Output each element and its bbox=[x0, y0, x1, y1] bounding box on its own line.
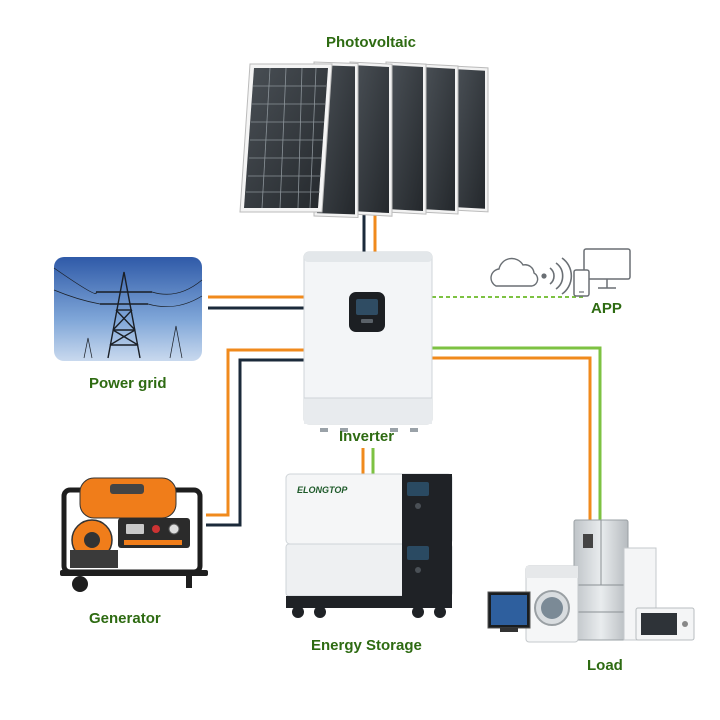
generator-unit bbox=[60, 477, 208, 592]
photovoltaic-label: Photovoltaic bbox=[326, 34, 417, 51]
phone-icon bbox=[573, 269, 590, 297]
solar-panel bbox=[349, 61, 393, 217]
solar-panel bbox=[385, 61, 427, 215]
app-label: APP bbox=[591, 300, 622, 317]
solar-panels bbox=[239, 61, 489, 219]
connection-lines bbox=[206, 214, 602, 527]
generator-label: Generator bbox=[89, 610, 161, 627]
load-appliances bbox=[487, 519, 695, 643]
battery-brand: ELONGTOP bbox=[297, 485, 348, 495]
wifi-signal-icon bbox=[541, 257, 573, 295]
power-grid-label: Power grid bbox=[89, 375, 167, 392]
energy-storage-unit: ELONGTOP bbox=[285, 473, 453, 618]
inverter-unit bbox=[303, 251, 433, 432]
cloud-icon bbox=[490, 257, 539, 287]
monitor-icon bbox=[583, 248, 631, 289]
solar-panel bbox=[451, 65, 489, 213]
solar-panel bbox=[419, 63, 459, 215]
solar-panel-front bbox=[239, 63, 333, 213]
energy-storage-label: Energy Storage bbox=[311, 637, 422, 654]
power-grid-image bbox=[53, 257, 203, 361]
load-label: Load bbox=[587, 657, 623, 674]
inverter-label: Inverter bbox=[339, 428, 395, 445]
